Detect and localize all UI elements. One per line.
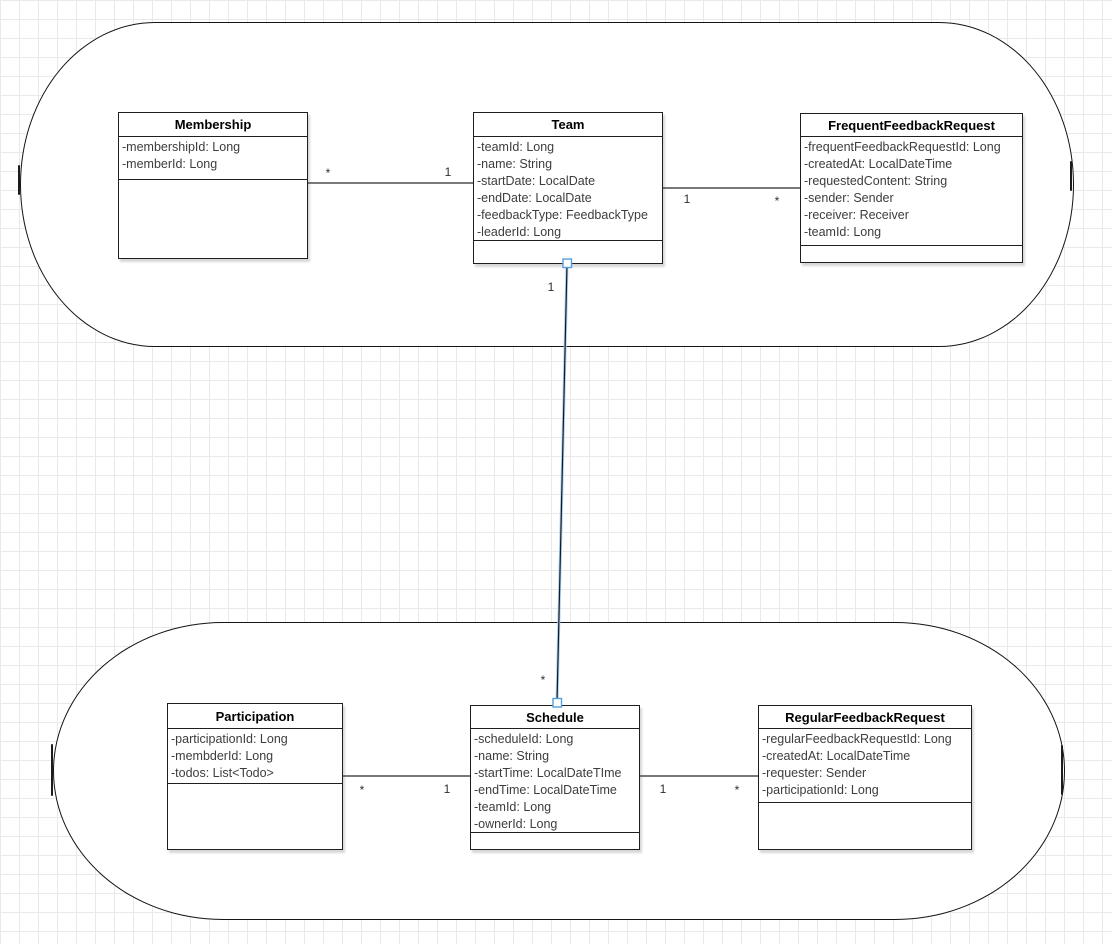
relation-team-schedule-selected[interactable] xyxy=(552,258,573,708)
class-attribute: -teamId: Long xyxy=(474,800,552,814)
class-attribute: -createdAt: LocalDateTime xyxy=(762,749,911,763)
class-title: Team xyxy=(474,113,662,137)
class-attributes: -participationId: Long -membderId: Long … xyxy=(168,729,342,784)
class-box-participation[interactable]: Participation -participationId: Long -me… xyxy=(167,703,343,850)
class-attributes: -teamId: Long -name: String -startDate: … xyxy=(474,137,662,241)
multiplicity-label[interactable]: * xyxy=(325,166,331,180)
multiplicity-label[interactable]: 1 xyxy=(547,280,555,294)
class-box-regularfeedbackrequest[interactable]: RegularFeedbackRequest -regularFeedbackR… xyxy=(758,705,972,850)
class-attribute: -endTime: LocalDateTime xyxy=(474,783,617,797)
class-attribute: -name: String xyxy=(477,157,553,171)
class-attributes: -scheduleId: Long -name: String -startTi… xyxy=(471,729,639,833)
class-attribute: -createdAt: LocalDateTime xyxy=(804,157,953,171)
class-attribute: -participationId: Long xyxy=(762,783,879,797)
class-empty-section xyxy=(168,784,342,849)
multiplicity-label[interactable]: 1 xyxy=(444,165,452,179)
class-attribute: -membderId: Long xyxy=(171,749,274,763)
class-attribute: -ownerId: Long xyxy=(474,817,558,831)
class-title: Membership xyxy=(119,113,307,137)
class-title: Participation xyxy=(168,704,342,729)
edge-endpoint-handle[interactable] xyxy=(552,697,563,708)
class-attribute: -todos: List<Todo> xyxy=(171,766,274,780)
class-attribute: -teamId: Long xyxy=(804,225,882,239)
class-attribute: -frequentFeedbackRequestId: Long xyxy=(804,140,1001,154)
class-attribute: -startDate: LocalDate xyxy=(477,174,596,188)
class-title: RegularFeedbackRequest xyxy=(759,706,971,729)
container-edge-tick xyxy=(18,165,20,195)
multiplicity-label[interactable]: * xyxy=(774,194,780,208)
multiplicity-label[interactable]: * xyxy=(359,783,365,797)
class-box-team[interactable]: Team -teamId: Long -name: String -startD… xyxy=(473,112,663,264)
multiplicity-label[interactable]: 1 xyxy=(659,782,667,796)
container-edge-tick xyxy=(1061,745,1063,795)
multiplicity-label[interactable]: 1 xyxy=(443,782,451,796)
class-attribute: -membershipId: Long xyxy=(122,140,241,154)
class-attribute: -receiver: Receiver xyxy=(804,208,909,222)
class-empty-section xyxy=(759,803,971,849)
container-edge-tick xyxy=(1070,161,1072,191)
class-attribute: -teamId: Long xyxy=(477,140,555,154)
class-attribute: -startTime: LocalDateTIme xyxy=(474,766,622,780)
class-attributes: -membershipId: Long -memberId: Long xyxy=(119,137,307,180)
class-empty-section xyxy=(801,246,1022,262)
class-attribute: -requestedContent: String xyxy=(804,174,948,188)
class-attribute: -endDate: LocalDate xyxy=(477,191,592,205)
class-title: FrequentFeedbackRequest xyxy=(801,114,1022,137)
class-attribute: -scheduleId: Long xyxy=(474,732,574,746)
class-attribute: -leaderId: Long xyxy=(477,225,562,239)
edge-endpoint-handle[interactable] xyxy=(562,258,573,269)
class-attribute: -participationId: Long xyxy=(171,732,288,746)
class-empty-section xyxy=(119,180,307,258)
class-attributes: -regularFeedbackRequestId: Long -created… xyxy=(759,729,971,803)
class-attribute: -name: String xyxy=(474,749,550,763)
container-edge-tick xyxy=(51,744,53,796)
class-title: Schedule xyxy=(471,706,639,729)
class-attribute: -requester: Sender xyxy=(762,766,867,780)
multiplicity-label[interactable]: * xyxy=(734,783,740,797)
class-box-schedule[interactable]: Schedule -scheduleId: Long -name: String… xyxy=(470,705,640,850)
class-box-frequentfeedbackrequest[interactable]: FrequentFeedbackRequest -frequentFeedbac… xyxy=(800,113,1023,263)
multiplicity-label[interactable]: 1 xyxy=(683,192,691,206)
multiplicity-label[interactable]: * xyxy=(540,673,546,687)
class-attribute: -feedbackType: FeedbackType xyxy=(477,208,648,222)
class-attribute: -regularFeedbackRequestId: Long xyxy=(762,732,952,746)
class-attributes: -frequentFeedbackRequestId: Long -create… xyxy=(801,137,1022,246)
class-attribute: -memberId: Long xyxy=(122,157,218,171)
class-attribute: -sender: Sender xyxy=(804,191,894,205)
class-box-membership[interactable]: Membership -membershipId: Long -memberId… xyxy=(118,112,308,259)
class-empty-section xyxy=(471,833,639,849)
